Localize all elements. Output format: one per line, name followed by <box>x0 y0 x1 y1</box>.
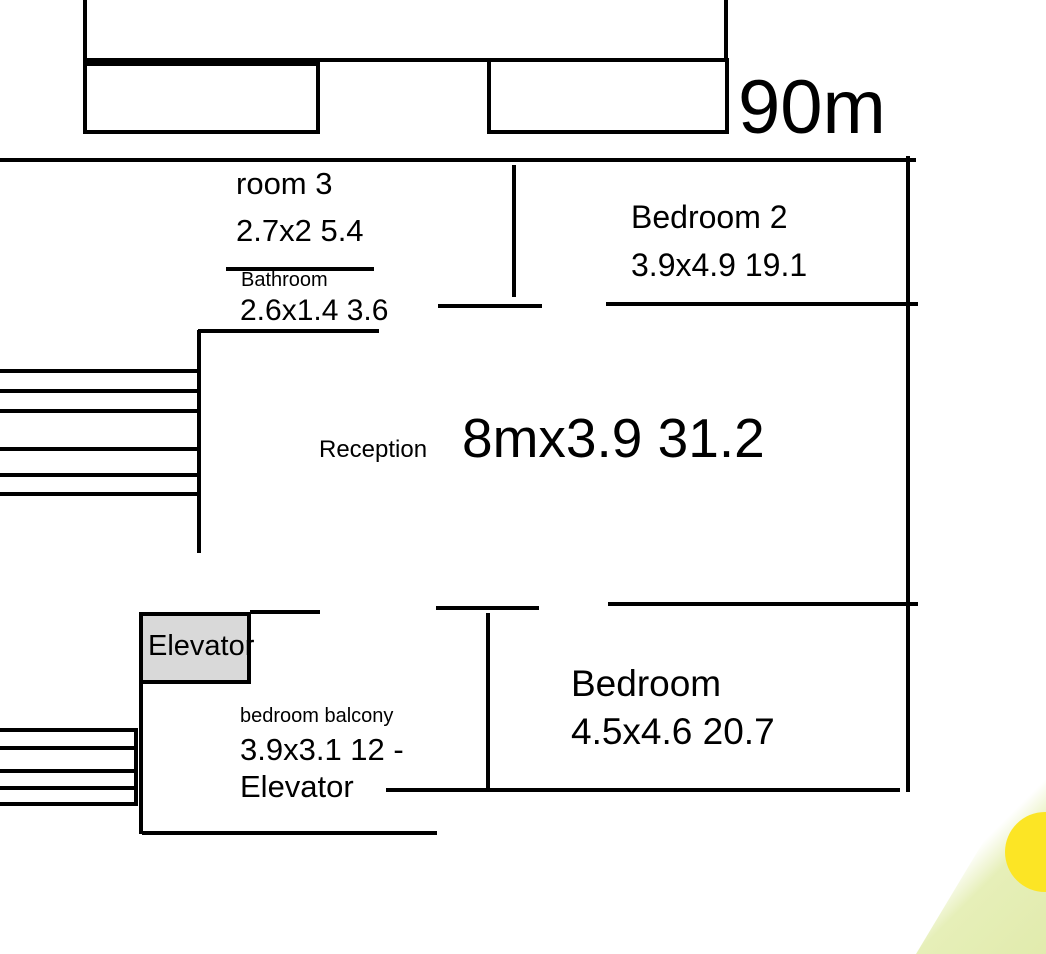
elevator-label: Elevator <box>148 630 255 662</box>
reception-name: Reception <box>319 436 428 463</box>
stair-step <box>0 473 197 477</box>
stair-step <box>0 746 137 750</box>
elevator-box <box>139 612 251 684</box>
bedroom-dims: 4.5x4.6 20.7 <box>571 711 775 752</box>
top-structure-bottom-wall <box>83 58 728 62</box>
bedroom2-dims: 3.9x4.9 19.1 <box>631 247 808 283</box>
balcony-dims-line2: Elevator <box>240 769 354 804</box>
balcony-dims: 3.9x3.1 12 - <box>240 732 404 767</box>
balcony-name: bedroom balcony <box>240 705 394 727</box>
top-structure-left-wall <box>83 0 87 64</box>
room3-bedroom2-divider <box>512 165 516 297</box>
top-right-box <box>487 58 729 134</box>
stair-step <box>0 728 137 732</box>
room3-name: room 3 <box>236 166 333 201</box>
stair-step <box>0 369 197 373</box>
stair-step <box>0 786 137 790</box>
total-area-label: 90m <box>738 65 886 150</box>
stair-step <box>0 769 137 773</box>
reception-dims: 8mx3.9 31.2 <box>462 407 765 469</box>
bedroom-bottom-wall <box>386 788 900 792</box>
top-structure-right-wall <box>724 0 728 62</box>
stair-step <box>0 492 197 496</box>
right-exterior-wall <box>906 156 910 792</box>
bedroom2-name: Bedroom 2 <box>631 199 788 235</box>
top-left-box <box>83 62 320 134</box>
reception-bottom-wall-mid <box>436 606 539 610</box>
stair-step <box>0 409 197 413</box>
stair-step <box>0 447 197 451</box>
reception-bottom-wall-left <box>250 610 320 614</box>
stair-edge <box>134 728 138 806</box>
balcony-bottom-wall <box>142 831 437 835</box>
balcony-left-wall <box>139 684 143 834</box>
reception-bottom-wall-right <box>608 602 918 606</box>
top-structure-thick-segment <box>83 58 319 65</box>
bedroom2-bottom-wall-right <box>606 302 918 306</box>
balcony-bedroom-divider <box>486 613 490 791</box>
stair-step <box>0 389 197 393</box>
bathroom-name: Bathroom <box>241 269 328 291</box>
stair-step <box>0 802 137 806</box>
bedroom-name: Bedroom <box>571 663 722 704</box>
main-top-wall <box>0 158 916 162</box>
bathroom-bottom-wall <box>198 329 379 333</box>
bathroom-top-wall <box>226 267 374 271</box>
bedroom2-bottom-wall-left <box>438 304 542 308</box>
bathroom-dims: 2.6x1.4 3.6 <box>240 294 389 327</box>
reception-left-wall <box>197 330 201 553</box>
room3-dims: 2.7x2 5.4 <box>236 213 364 248</box>
